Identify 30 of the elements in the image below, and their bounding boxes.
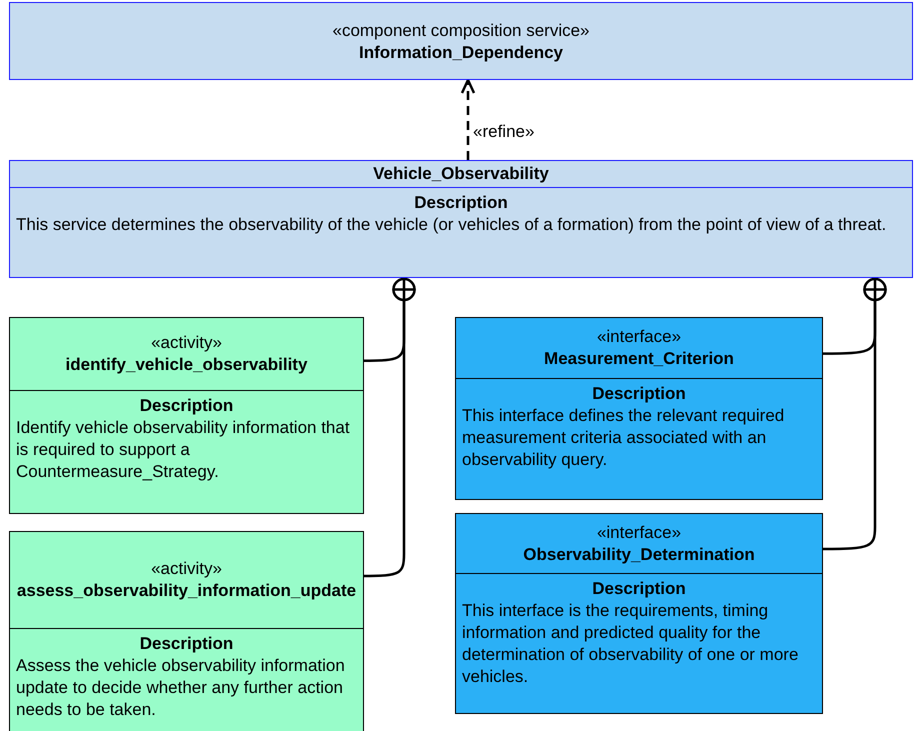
- containment-connector: [364, 278, 416, 578]
- activity-box: [9, 531, 364, 731]
- class-name: identify_vehicle_observability: [64, 354, 308, 376]
- class-name: assess_observability_information_update: [16, 580, 358, 602]
- stereotype-label: «interface»: [596, 326, 682, 348]
- stereotype-label: «activity»: [151, 332, 222, 354]
- description-text: This interface is the requirements, timing information and predicted quality for the determination of observability of one or more vehicles.: [462, 600, 800, 688]
- class-name: Observability_Determination: [522, 544, 756, 566]
- compartment-heading: Description: [413, 192, 509, 214]
- class-name: Information_Dependency: [358, 42, 564, 64]
- compartment-heading: Description: [138, 633, 234, 655]
- class-name: Vehicle_Observability: [372, 163, 550, 185]
- containment-connector: [823, 278, 887, 550]
- compartment-heading: Description: [591, 383, 687, 405]
- component-box: [9, 2, 913, 80]
- description-text: Identify vehicle observability information that is required to support a Countermeasure_Strategy.: [16, 417, 351, 483]
- service-box: [9, 160, 913, 278]
- stereotype-label: «interface»: [596, 522, 682, 544]
- interface-box: [455, 513, 823, 714]
- stereotype-label: «component composition service»: [332, 20, 590, 42]
- compartment-heading: Description: [591, 578, 687, 600]
- class-name: Measurement_Criterion: [543, 348, 735, 370]
- interface-box: [455, 317, 823, 500]
- description-text: This service determines the observability of the vehicle (or vehicles of a formation) from the point of view of a threat.: [16, 214, 888, 236]
- activity-box: [9, 317, 364, 514]
- description-text: This interface defines the relevant required measurement criteria associated with an observability query.: [462, 405, 786, 471]
- stereotype-label: «activity»: [151, 558, 222, 580]
- description-text: Assess the vehicle observability information update to decide whether any further action needs to be taken.: [16, 655, 346, 721]
- dashed-arrow: [460, 78, 476, 160]
- compartment-heading: Description: [138, 395, 234, 417]
